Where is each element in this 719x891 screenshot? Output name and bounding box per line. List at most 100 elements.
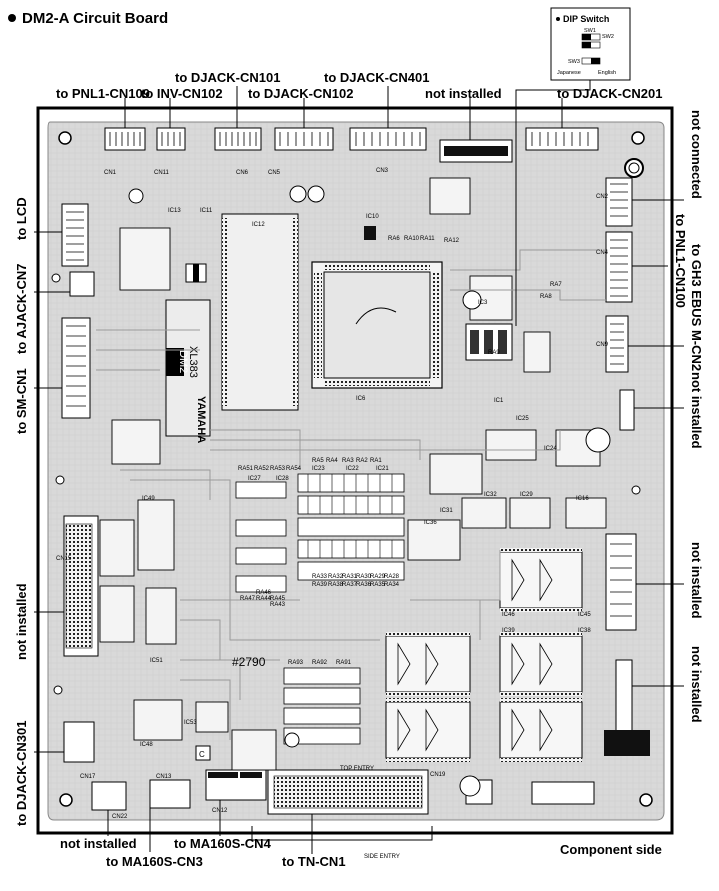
ra-label: RA30 <box>356 574 372 580</box>
label-to-ajack-cn7: to AJACK-CN7 <box>14 263 29 354</box>
cn-label: CN4 <box>596 250 609 256</box>
label-to-inv-cn102: to INV-CN102 <box>141 86 223 101</box>
label-to-pnl1-cn109: to PNL1-CN109 <box>56 86 150 101</box>
ic-label: IC6 <box>356 396 366 402</box>
left-leader-lines <box>34 231 70 753</box>
label-not-connected: not connected <box>689 110 704 199</box>
label-not-installed-top: not installed <box>425 86 502 101</box>
memory-chip-pins <box>386 548 582 762</box>
label-not-installed-right-2: not installed <box>689 542 704 619</box>
brand-yamaha: YAMAHA <box>195 396 207 443</box>
transistors <box>128 185 611 797</box>
chip-marking-xl383: XL383 <box>187 346 199 378</box>
main-dsp-chip-pins-bottom <box>324 380 430 386</box>
ra-label: RA37 <box>342 582 358 588</box>
ic-label: IC29 <box>520 492 533 498</box>
ra-label: RA34 <box>384 582 400 588</box>
ic-label: IC24 <box>544 446 557 452</box>
cn-label: CN5 <box>268 170 281 176</box>
cn-label: CN6 <box>236 170 249 176</box>
ic-label: IC3 <box>478 300 488 306</box>
ma160s-cn4-black <box>208 772 238 778</box>
cn-label: CN17 <box>80 774 96 780</box>
dip-english-label: English <box>598 70 616 76</box>
title-bullet-icon <box>8 14 16 22</box>
label-to-lcd: to LCD <box>14 197 29 240</box>
ic-label: IC28 <box>276 476 289 482</box>
c-mark: C <box>199 750 205 759</box>
dip-sw3-label: SW3 <box>568 59 580 65</box>
label-component-side: Component side <box>560 842 662 857</box>
ic-label: IC45 <box>578 612 591 618</box>
ra-label: RA2 <box>356 458 368 464</box>
cn-label: CN13 <box>156 774 172 780</box>
ic-label: IC49 <box>142 496 155 502</box>
ra-label: RA53 <box>270 466 286 472</box>
ra-label: RA35 <box>370 582 386 588</box>
label-to-pnl1-cn100: to PNL1-CN100 <box>673 214 688 308</box>
ra-label: RA32 <box>328 574 344 580</box>
ic-label: IC27 <box>248 476 261 482</box>
label-to-tn-cn1: to TN-CN1 <box>282 854 346 869</box>
label-to-ma160s-cn4: to MA160S-CN4 <box>174 836 272 851</box>
ra-label: RA31 <box>342 574 358 580</box>
ic-label: IC11 <box>200 208 213 214</box>
label-to-ma160s-cn3: to MA160S-CN3 <box>106 854 203 869</box>
side-entry-label: SIDE ENTRY <box>364 854 400 860</box>
cn-label: CN22 <box>112 814 128 820</box>
ra-label: RA51 <box>238 466 254 472</box>
ra-label: RA44 <box>256 596 272 602</box>
dip-switch-title: DIP Switch <box>563 14 609 24</box>
cn-label: CN2 <box>596 194 609 200</box>
cn-label: CN19 <box>430 772 446 778</box>
ic-label: IC53 <box>184 720 197 726</box>
ic-label: IC10 <box>366 214 379 220</box>
cn-label: CN11 <box>154 170 170 176</box>
cn-label: CN9 <box>596 342 609 348</box>
chip-marking-box-1 <box>166 348 184 376</box>
right-connector-pins <box>610 183 632 617</box>
ra-label: RA54 <box>286 466 302 472</box>
ic-label: IC16 <box>576 496 589 502</box>
label-to-gh3-ebus-m-cn2: to GH3 EBUS M-CN2 <box>689 244 704 371</box>
dip-sw2-label: SW2 <box>602 34 614 40</box>
ic-label: IC32 <box>484 492 497 498</box>
ra-label: RA52 <box>254 466 270 472</box>
ra-label: RA4 <box>326 458 338 464</box>
ra-label: RA43 <box>270 602 286 608</box>
secondary-chip-pins-left <box>222 218 228 406</box>
memory-chip-outlines <box>397 558 553 752</box>
ic-label: IC23 <box>312 466 325 472</box>
dip-switch-inset: DIP Switch SW1 SW2 SW3 Japanese English <box>550 7 631 81</box>
main-dsp-chip-body <box>323 271 431 379</box>
cn-label: CN1 <box>104 170 117 176</box>
ic-label: IC1 <box>494 398 504 404</box>
ra-label: RA9 <box>488 350 500 356</box>
bottom-leader-lines <box>107 800 313 854</box>
ra-label: RA92 <box>312 660 328 666</box>
ic-label: IC31 <box>440 508 453 514</box>
top-entry-label: TOP ENTRY <box>340 766 374 772</box>
resistor-array-cluster <box>235 473 405 745</box>
ic-label: IC21 <box>376 466 389 472</box>
ic-label: IC12 <box>252 222 265 228</box>
connector-pins <box>109 132 589 146</box>
ra-label: RA5 <box>312 458 324 464</box>
serial-number: #2790 <box>232 655 266 669</box>
label-not-installed-left: not installed <box>14 583 29 660</box>
circuit-traces <box>96 249 606 740</box>
ra-label: RA91 <box>336 660 352 666</box>
ra-label: RA3 <box>342 458 354 464</box>
label-to-djack-cn201: to DJACK-CN201 <box>557 86 662 101</box>
ra-label: RA93 <box>288 660 304 666</box>
main-dsp-chip-pins-top <box>324 264 430 270</box>
ic-label: IC48 <box>140 742 153 748</box>
resistor-array-labels: RA51 RA52 RA53 RA54 RA1 RA2 RA3 RA4 RA5 … <box>238 236 562 666</box>
ra-label: RA11 <box>420 236 435 242</box>
chip-marking-dm2: DM2 <box>177 350 189 373</box>
ra-label: RA12 <box>444 238 460 244</box>
label-to-djack-cn301: to DJACK-CN301 <box>14 721 29 826</box>
dip-leader-line <box>515 80 591 326</box>
ic-label: IC22 <box>346 466 359 472</box>
